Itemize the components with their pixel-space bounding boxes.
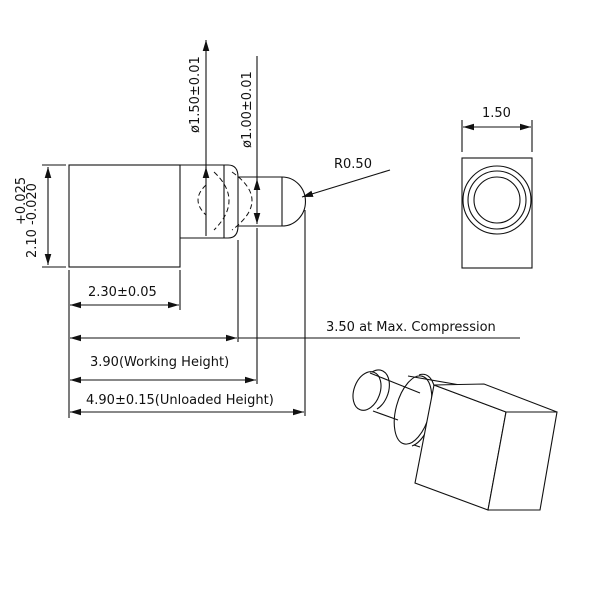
flange-diameter-dim: ø1.50±0.01 — [188, 56, 203, 133]
outer-circle — [462, 165, 532, 235]
body-length-dim: 2.30±0.05 — [88, 285, 157, 300]
hidden-line — [213, 171, 230, 231]
radius-leader — [301, 169, 391, 198]
plunger-end — [352, 371, 382, 411]
end-view-outline — [461, 157, 533, 269]
end-width-dim: 1.50 — [482, 106, 511, 121]
flange — [180, 164, 239, 239]
dimensions: 2.10 +0.025 -0.020 ø1.50±0.01 ø1.00±0.01… — [14, 40, 520, 418]
flange-edge — [407, 375, 461, 386]
isometric-view — [352, 369, 558, 511]
flange-edge — [413, 444, 421, 448]
plunger — [238, 176, 306, 227]
plunger-ring — [371, 369, 390, 410]
hidden-line — [231, 171, 253, 231]
cube-side-face — [487, 411, 558, 511]
height-tol-plus: +0.025 — [14, 177, 29, 225]
middle-circle — [467, 170, 527, 230]
height-dim-label: 2.10 +0.025 -0.020 — [14, 177, 40, 258]
radius-dim: R0.50 — [334, 157, 372, 172]
end-view: 1.50 — [461, 106, 533, 269]
max-compression-dim: 3.50 at Max. Compression — [326, 320, 496, 335]
unloaded-height-dim: 4.90±0.15(Unloaded Height) — [86, 393, 274, 408]
side-view — [68, 164, 306, 268]
height-dim: 2.10 — [25, 229, 40, 258]
inner-circle — [473, 176, 521, 224]
height-tol-minus: -0.020 — [25, 183, 40, 225]
hidden-line — [197, 184, 207, 216]
body — [68, 164, 181, 268]
working-height-dim: 3.90(Working Height) — [90, 355, 229, 370]
plunger-edge — [369, 372, 421, 394]
plunger-diameter-dim: ø1.00±0.01 — [240, 71, 255, 148]
